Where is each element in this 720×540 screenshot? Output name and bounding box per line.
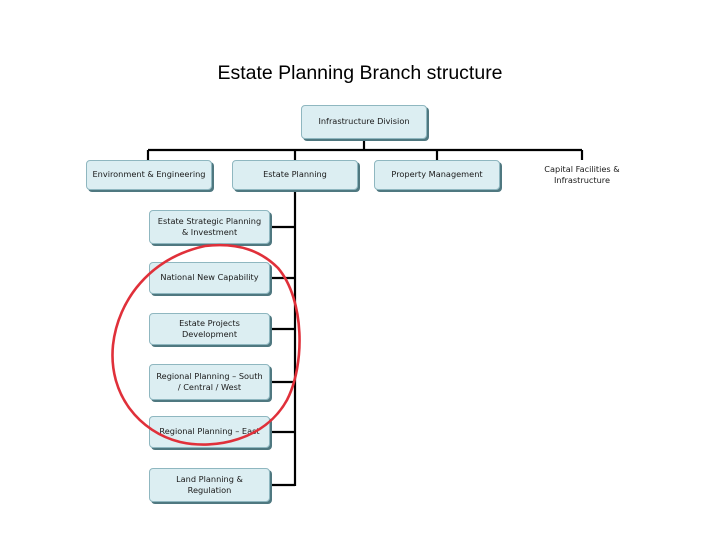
- node-land-planning-regulation: Land Planning & Regulation: [149, 468, 270, 502]
- node-infrastructure-division: Infrastructure Division: [301, 105, 427, 139]
- node-property-management: Property Management: [374, 160, 500, 190]
- node-regional-planning-south-central-west: Regional Planning – South / Central / We…: [149, 364, 270, 400]
- node-national-new-capability: National New Capability: [149, 262, 270, 294]
- node-estate-projects-development: Estate Projects Development: [149, 313, 270, 345]
- node-capital-facilities-infrastructure: Capital Facilities & Infrastructure: [544, 163, 620, 185]
- node-estate-strategic-planning: Estate Strategic Planning & Investment: [149, 210, 270, 244]
- page-title: Estate Planning Branch structure: [217, 62, 503, 84]
- node-regional-planning-east: Regional Planning – East: [149, 416, 270, 448]
- node-environment-engineering: Environment & Engineering: [86, 160, 212, 190]
- node-estate-planning: Estate Planning: [232, 160, 358, 190]
